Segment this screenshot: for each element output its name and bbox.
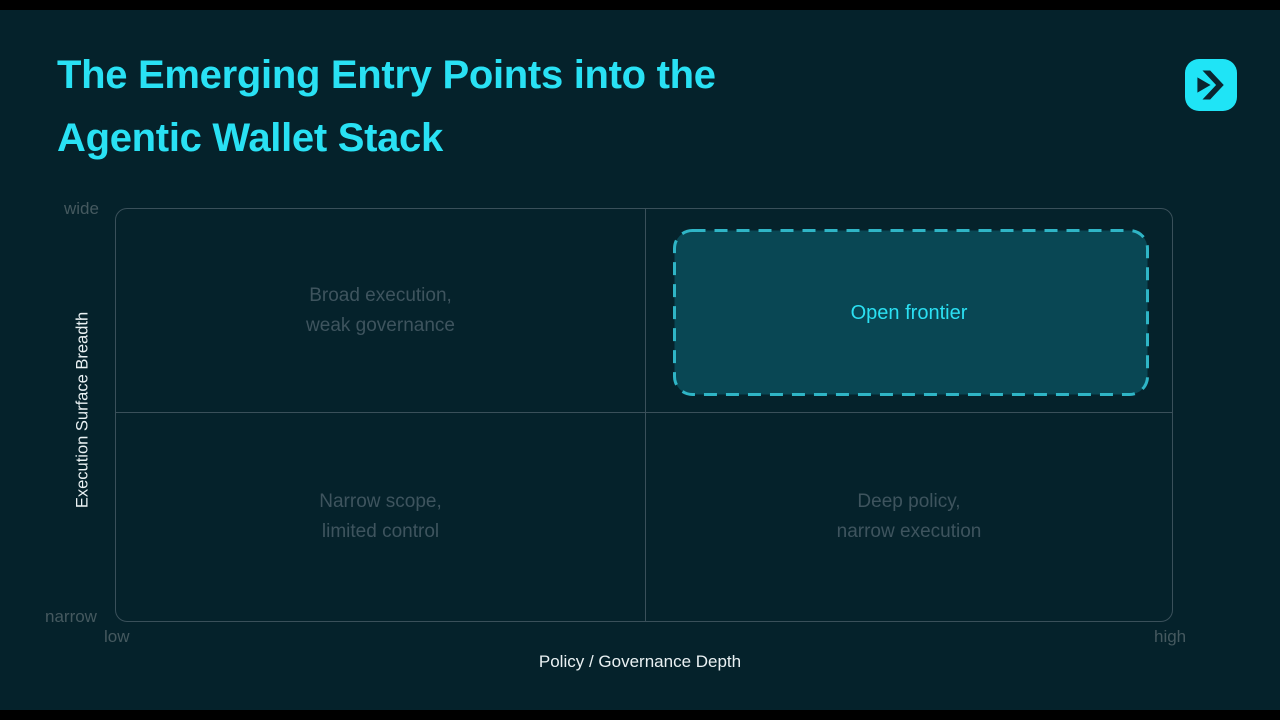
quadrant-top-right: Open frontier bbox=[646, 209, 1172, 412]
dashed-border-shape bbox=[673, 229, 1149, 396]
page-title-line-2: Agentic Wallet Stack bbox=[57, 116, 443, 160]
quadrant-label: Broad execution, bbox=[309, 284, 452, 306]
y-axis-tick-wide: wide bbox=[64, 199, 99, 218]
x-axis-title: Policy / Governance Depth bbox=[538, 652, 742, 671]
brand-logo bbox=[1185, 59, 1237, 111]
y-axis-title: Execution Surface Breadth bbox=[73, 311, 92, 509]
page-title-line-1: The Emerging Entry Points into the bbox=[57, 53, 716, 97]
quadrant-label: narrow execution bbox=[836, 521, 982, 542]
quadrant-label: limited control bbox=[321, 521, 440, 542]
quadrant-label: weak governance bbox=[306, 314, 455, 336]
vertical-divider bbox=[645, 209, 646, 621]
quadrant-top-left: Broad execution, weak governance bbox=[116, 209, 645, 412]
quadrant-chart: Broad execution, weak governance Open fr… bbox=[115, 208, 1173, 622]
quadrant-bottom-left: Narrow scope, limited control bbox=[116, 413, 645, 621]
quadrant-bottom-right: Deep policy, narrow execution bbox=[646, 413, 1172, 621]
quadrant-label: Deep policy, bbox=[857, 491, 961, 512]
quadrant-label: Narrow scope, bbox=[319, 491, 442, 512]
slide-canvas: The Emerging Entry Points into the Agent… bbox=[0, 10, 1280, 710]
x-axis-tick-high: high bbox=[1154, 627, 1187, 646]
x-axis-tick-low: low bbox=[104, 627, 130, 646]
open-frontier-highlight-box: Open frontier bbox=[673, 229, 1149, 396]
quadrant-label: Open frontier bbox=[850, 301, 968, 324]
forward-arrow-icon bbox=[1194, 68, 1228, 102]
page-title: The Emerging Entry Points into the Agent… bbox=[57, 44, 716, 170]
y-axis-tick-narrow: narrow bbox=[45, 607, 97, 626]
horizontal-divider bbox=[116, 412, 1172, 413]
